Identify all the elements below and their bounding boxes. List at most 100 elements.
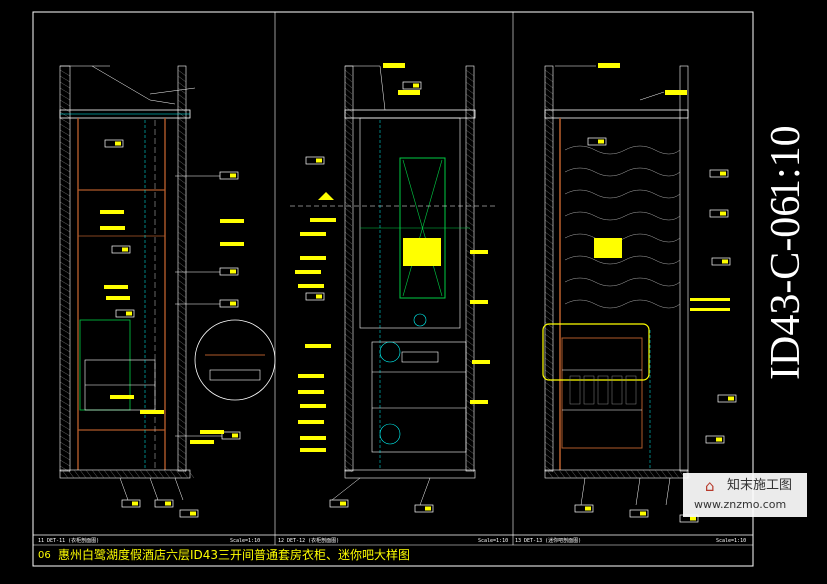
wall-hatch [59, 93, 71, 101]
wall-hatch [465, 309, 475, 317]
wall-hatch [344, 441, 353, 449]
wall-hatch [465, 333, 475, 341]
wall-hatch [544, 165, 554, 173]
wall-hatch [177, 255, 187, 263]
floor-hatch [642, 469, 650, 479]
leader [639, 91, 665, 101]
wall-hatch [344, 141, 353, 149]
tag-top-box [402, 81, 422, 90]
wall-hatch [344, 177, 353, 185]
wall-hatch [344, 285, 353, 293]
wall-hatch [59, 267, 71, 275]
wall-hatch [544, 399, 554, 407]
wall-hatch [59, 279, 71, 287]
wall-hatch [465, 255, 475, 263]
wall-hatch [544, 363, 554, 371]
tag-p101-fill [126, 311, 132, 316]
detail-block [209, 369, 261, 381]
cabinet-body [359, 117, 461, 329]
leader [174, 477, 184, 501]
wall-hatch [59, 213, 71, 221]
wall-hatch [177, 123, 187, 131]
floor-hatch [618, 469, 626, 479]
wall-hatch [344, 243, 353, 251]
wall-hatch [344, 405, 353, 413]
wall-hatch [177, 333, 187, 341]
floor-hatch [79, 469, 87, 479]
wall-hatch [177, 363, 187, 371]
wall-hatch [465, 405, 475, 413]
label-bar [470, 400, 488, 404]
wall-hatch [465, 207, 475, 215]
wall-hatch [177, 453, 187, 461]
tag-side-box [709, 169, 729, 178]
tag-side-box [219, 299, 239, 308]
wall-hatch [344, 357, 353, 365]
drawer-handle [401, 351, 439, 363]
detail-circle [194, 319, 276, 401]
wall-hatch [544, 453, 554, 461]
wall-hatch [177, 429, 187, 437]
wall-hatch [465, 81, 475, 89]
wall-hatch [59, 69, 71, 77]
sheet-frame [32, 11, 754, 567]
wall-hatch [465, 111, 475, 119]
wall-hatch [344, 459, 353, 467]
wall-hatch [344, 231, 353, 239]
label-bar [300, 436, 326, 440]
lower-cabinet [371, 341, 467, 453]
drawing-scale: 1:10 [763, 125, 809, 200]
wall-hatch [59, 219, 71, 227]
label-bar [383, 63, 405, 68]
label-bar [298, 284, 324, 288]
wall-hatch [344, 75, 353, 83]
wall-hatch [544, 225, 554, 233]
wall-hatch [544, 147, 554, 155]
wall-hatch [177, 231, 187, 239]
wall-hatch [544, 297, 554, 305]
wall-hatch [344, 381, 353, 389]
label-bar [598, 63, 620, 68]
wall-hatch [544, 381, 554, 389]
wall-hatch [544, 411, 554, 419]
tag-side-box [219, 267, 239, 276]
wall-hatch [544, 417, 554, 425]
wall-hatch [544, 123, 554, 131]
wall-hatch [177, 321, 187, 329]
wall-hatch [59, 177, 71, 185]
floor-hatch [133, 469, 141, 479]
wall-hatch [465, 195, 475, 203]
floor-hatch [67, 469, 75, 479]
tag-side-box [221, 431, 241, 440]
floor-hatch [187, 469, 195, 479]
leader [419, 477, 431, 506]
panel-1-scale: Scale=1:10 [230, 538, 261, 544]
wall-hatch [177, 381, 187, 389]
wood-grain [564, 189, 681, 199]
wall-hatch [59, 327, 71, 335]
watermark-url: www.znzmo.com [694, 498, 787, 511]
ceiling-slab [344, 109, 476, 119]
label-bar [300, 404, 326, 408]
wall-hatch [344, 201, 353, 209]
wall-hatch [177, 327, 187, 335]
wall-hatch [59, 105, 71, 113]
wall-hatch [544, 159, 554, 167]
floor-hatch [672, 469, 680, 479]
wall-hatch [544, 435, 554, 443]
wall-hatch [465, 267, 475, 275]
floor-hatch [109, 469, 117, 479]
wall-hatch [59, 285, 71, 293]
wall-hatch [344, 387, 353, 395]
wall-hatch [177, 75, 187, 83]
tag-wd102-fill [115, 141, 121, 146]
floor-hatch [169, 469, 177, 479]
wall-hatch [59, 189, 71, 197]
wall-hatch [465, 345, 475, 353]
bottle-slot [583, 375, 595, 405]
floor-hatch [576, 469, 584, 479]
wall-hatch [59, 231, 71, 239]
wall-hatch [544, 141, 554, 149]
label-bar [470, 300, 488, 304]
floor-hatch [588, 469, 596, 479]
